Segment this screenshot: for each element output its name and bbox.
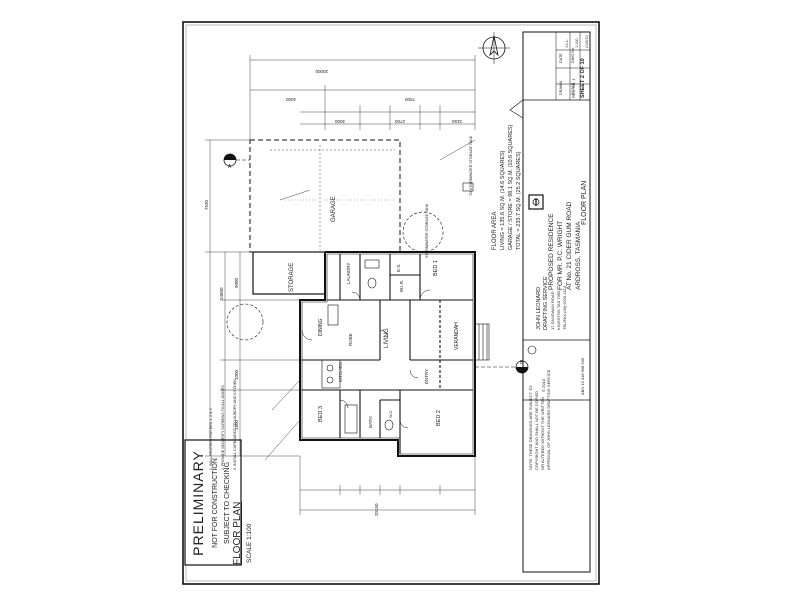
floor-area-living: LIVING = 135.6 SQ.M. (14.6 SQUARES) bbox=[500, 150, 506, 250]
designer-abn: ABN 13 418 968 939 bbox=[580, 357, 585, 395]
stormwater-tank-a bbox=[402, 211, 444, 253]
drawn-label: DRAWN bbox=[559, 81, 563, 95]
room-bath: BATH bbox=[368, 416, 373, 428]
scale-value: 1:100 bbox=[575, 38, 579, 48]
interior-walls bbox=[302, 254, 473, 454]
garage-outline bbox=[249, 139, 401, 253]
sheet-border bbox=[182, 21, 600, 585]
date-label: DATE bbox=[559, 53, 563, 63]
room-living: LIVING bbox=[384, 328, 390, 348]
copyright-year: © 2010 bbox=[541, 378, 546, 392]
project-address: AT No. 21 CIDER GUM ROAD bbox=[566, 201, 573, 290]
room-ensuite: E.S. bbox=[396, 263, 401, 272]
copyright-note-2: COPYRIGHT AND SHALL NOT BE COPIED bbox=[534, 391, 539, 470]
plan-heading: FLOOR PLAN SCALE 1:100 bbox=[232, 502, 253, 565]
dim-overall-bottom: 20150 bbox=[374, 503, 379, 516]
room-dining: DINING bbox=[318, 318, 324, 336]
note-3: 3. INSTALL CUPBOARDS TO LAUNDRY AND KITC… bbox=[233, 379, 237, 470]
dimension-lines-bottom bbox=[299, 456, 476, 515]
plan-title: FLOOR PLAN bbox=[232, 502, 243, 565]
date-value: 21/6/10 bbox=[585, 35, 589, 48]
dim-seg-3: 3000 bbox=[334, 119, 345, 124]
room-entry: ENTRY bbox=[424, 369, 429, 384]
project-name: PROPOSED RESIDENCE bbox=[548, 213, 555, 290]
preliminary-title: PRELIMINARY bbox=[190, 450, 206, 556]
designer-name: JOHN LEONARD bbox=[536, 287, 542, 330]
preliminary-box bbox=[184, 439, 242, 566]
dim-side-2: 14600 bbox=[219, 287, 224, 300]
room-garage: GARAGE bbox=[331, 196, 337, 222]
stormwater-tank-b bbox=[226, 303, 264, 341]
section-mark-b: B bbox=[515, 360, 529, 374]
preliminary-line-2: SUBJECT TO CHECKING bbox=[224, 462, 231, 544]
room-wir: W.I.R. bbox=[399, 280, 404, 292]
floor-area-schedule: FLOOR AREA LIVING = 135.6 SQ.M. (14.6 SQ… bbox=[492, 124, 522, 250]
dwg-label: DWG No. bbox=[571, 47, 575, 63]
designer-street: 17 SANDWAN ROAD bbox=[550, 291, 555, 330]
svg-text:B: B bbox=[520, 360, 524, 366]
revision-number: REV. No. 1 bbox=[571, 78, 576, 98]
scale-label: SCALE bbox=[571, 82, 575, 95]
room-verandah: VERANDAH bbox=[454, 322, 460, 350]
dim-side-1: 7530 bbox=[204, 199, 209, 210]
copyright-note-3: OR ALTERED WITHOUT THE WRITTEN bbox=[540, 397, 545, 470]
sheet-inner-border bbox=[185, 24, 597, 582]
door-swings bbox=[301, 289, 431, 429]
section-mark-a: A bbox=[223, 153, 237, 170]
room-bed-3: BED 3 bbox=[318, 406, 324, 422]
dim-seg-1: 4000 bbox=[285, 97, 296, 102]
dim-seg-5: 3150 bbox=[451, 119, 462, 124]
copyright-icon bbox=[527, 345, 537, 355]
client-name: FOR MR. P.C. WRIGHT bbox=[557, 221, 564, 290]
room-laundry: LAUNDRY bbox=[346, 263, 351, 284]
drafting-logo bbox=[528, 194, 544, 210]
project-locality: ARDROSS, TASMANIA bbox=[575, 221, 582, 290]
sheet-number: SHEET 2 OF 10 bbox=[580, 58, 586, 98]
dim-seg-2: 7000 bbox=[404, 97, 415, 102]
north-arrow-icon bbox=[478, 32, 510, 64]
svg-text:A: A bbox=[228, 164, 232, 170]
designer-phone: TEL/FAX (03) 6229 2114 bbox=[562, 285, 567, 330]
room-bed-2: BED 2 bbox=[436, 410, 442, 426]
leader-lines bbox=[264, 139, 476, 461]
room-robe: ROBE bbox=[348, 333, 353, 346]
drawn-value: J.L.L. bbox=[565, 39, 569, 48]
floor-area-heading: FLOOR AREA bbox=[492, 212, 498, 250]
floor-area-total: TOTAL = 233.7 SQ.M. (25.2 SQUARES) bbox=[516, 151, 522, 250]
plan-scale: SCALE 1:100 bbox=[246, 523, 253, 563]
dim-side-5: 1800 bbox=[234, 419, 239, 430]
sump-pit bbox=[462, 182, 474, 192]
note-1: 1. WALL HEATERS FOR BED 1, 2 & 3 bbox=[209, 408, 213, 470]
dim-seg-4: 2700 bbox=[394, 119, 405, 124]
verandah-steps bbox=[474, 323, 490, 361]
stormwater-label: STORMWATER STORAGE TANK bbox=[425, 203, 429, 258]
room-wc: W.C. bbox=[388, 409, 393, 418]
dim-overall-top: 20000 bbox=[315, 69, 328, 74]
dimension-lines-top bbox=[249, 55, 476, 140]
copyright-note-1: NOTE: THESE DRAWINGS ARE SUBJECT TO bbox=[528, 386, 533, 470]
house-walls bbox=[299, 251, 476, 457]
fixtures bbox=[321, 259, 394, 434]
room-kitchen: KITCHEN bbox=[338, 362, 343, 382]
room-storage: STORAGE bbox=[289, 263, 295, 292]
general-notes: 1. WALL HEATERS FOR BED 1, 2 & 3 2. PROV… bbox=[209, 379, 237, 470]
tank-pipe-label: TO STORMWATER STORAGE TANK bbox=[469, 135, 473, 196]
title-block: DRAWN SCALE DATE DWG No. J.L.L. 1:100 21… bbox=[478, 31, 591, 573]
preliminary-stamp: PRELIMINARY NOT FOR CONSTRUCTION SUBJECT… bbox=[184, 439, 242, 566]
dimension-lines-left bbox=[205, 139, 302, 457]
sheet-heading: FLOOR PLAN bbox=[581, 181, 588, 225]
room-bed-1: BED 1 bbox=[433, 260, 439, 276]
dim-side-4: 1000 bbox=[234, 369, 239, 380]
designer-town: KINGSTON TAS 7050 bbox=[556, 290, 561, 330]
copyright-note-4: APPROVAL OF JOHN LEONARD DRAFTING SERVIC… bbox=[546, 369, 551, 470]
note-2: 2. PROVIDE SECURITY SCREENS TO ALL DOORS bbox=[221, 385, 225, 470]
designer-service: DRAFTING SERVICE bbox=[543, 276, 549, 330]
floor-area-garage: GARAGE / STORE = 98.1 SQ.M. (10.6 SQUARE… bbox=[508, 124, 514, 250]
preliminary-line-1: NOT FOR CONSTRUCTION bbox=[212, 458, 219, 548]
dim-side-3: 9000 bbox=[234, 277, 239, 288]
title-block-frame bbox=[522, 31, 591, 573]
